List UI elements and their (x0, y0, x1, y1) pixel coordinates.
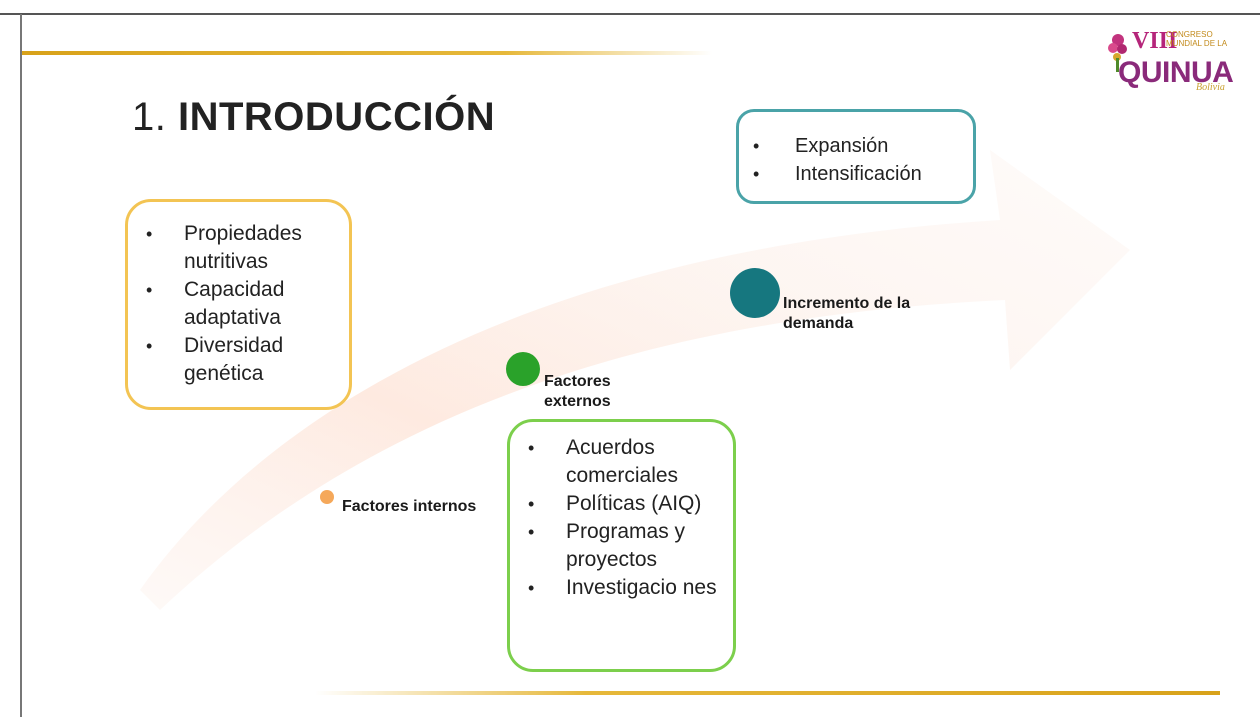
bottom-gold-rule (315, 691, 1220, 695)
list-item: Propiedades nutritivas (144, 220, 337, 276)
congress-logo: VIII CONGRESO MUNDIAL DE LA QUINUA Boliv… (1100, 26, 1250, 96)
list-item: Acuerdos comerciales (526, 434, 725, 490)
demand-label: Incremento de la demanda (783, 295, 911, 332)
internal-factors-box: Propiedades nutritivas Capacidad adaptat… (125, 199, 352, 410)
slide-title: 1. INTRODUCCIÓN (132, 95, 495, 140)
list-item: Políticas (AIQ) (526, 490, 725, 518)
list-item: Intensificación (751, 160, 963, 188)
external-factors-box: Acuerdos comerciales Políticas (AIQ) Pro… (507, 419, 736, 672)
logo-main-text: QUINUA (1118, 56, 1234, 89)
external-label: Factores externos (544, 373, 611, 410)
title-text: INTRODUCCIÓN (177, 95, 496, 139)
list-item: Expansión (751, 132, 963, 160)
list-item: Capacidad adaptativa (144, 276, 337, 332)
frame-left-line (20, 14, 22, 717)
logo-subtitle: CONGRESO MUNDIAL DE LA (1166, 30, 1228, 48)
top-gold-rule (22, 51, 712, 55)
list-item: Investigacio nes (526, 574, 725, 602)
outcomes-box: Expansión Intensificación (736, 109, 976, 204)
title-number: 1. (132, 95, 167, 139)
external-marker (506, 352, 540, 386)
frame-top-line (0, 13, 1260, 15)
internal-marker (320, 490, 334, 504)
logo-place: Bolivia (1196, 82, 1225, 93)
demand-marker (730, 268, 780, 318)
quinoa-flower-icon (1108, 34, 1127, 72)
logo-roman-numeral: VIII (1132, 28, 1178, 54)
list-item: Diversidad genética (144, 332, 337, 388)
list-item: Programas y proyectos (526, 518, 725, 574)
internal-label: Factores internos (342, 498, 477, 515)
